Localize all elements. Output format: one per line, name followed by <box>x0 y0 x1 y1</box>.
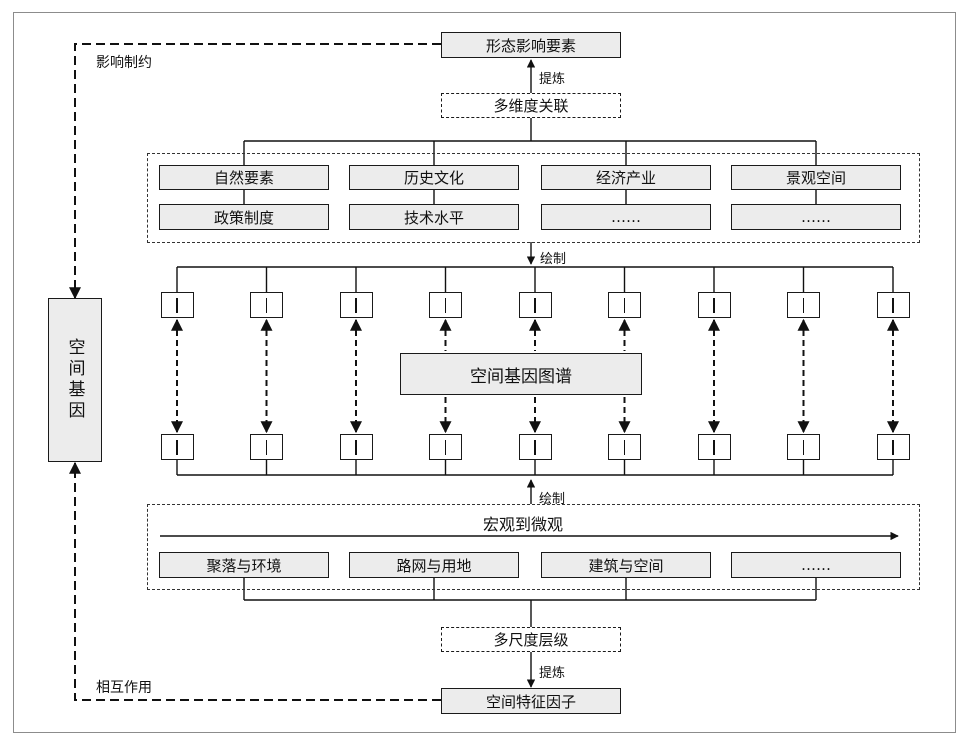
multi-scale-box: 多尺度层级 <box>441 627 621 652</box>
gene-box-top <box>339 292 373 318</box>
gene-box-top <box>608 292 641 318</box>
spatial-gene-box: 空间基因 <box>48 298 102 462</box>
gene-connectors <box>171 267 899 475</box>
gene-bar-glyph <box>355 439 357 455</box>
gene-bar-glyph <box>534 439 536 455</box>
gene-box-top <box>429 292 462 318</box>
gene-bar-glyph <box>355 297 357 313</box>
gene-box-bottom <box>518 434 552 460</box>
figure-frame <box>13 12 956 733</box>
gene-bar-glyph <box>623 439 626 455</box>
gene-bar-glyph <box>176 297 178 313</box>
scale-road-landuse: 路网与用地 <box>349 552 519 578</box>
gene-box-top <box>876 292 910 318</box>
gene-bar-glyph <box>265 297 268 313</box>
factor-etc-2: …… <box>731 204 901 230</box>
interaction-label: 相互作用 <box>96 680 152 696</box>
scale-group <box>147 504 920 590</box>
gene-box-top <box>697 292 731 318</box>
factor-landscape: 景观空间 <box>731 165 901 190</box>
draw-top-label: 绘制 <box>540 252 567 267</box>
gene-bar-glyph <box>176 439 178 455</box>
gene-box-top <box>518 292 552 318</box>
gene-bar-glyph <box>623 297 626 313</box>
factor-economy: 经济产业 <box>541 165 711 190</box>
draw-bottom-label: 绘制 <box>539 492 566 507</box>
gene-box-bottom <box>697 434 731 460</box>
gene-bar-glyph <box>892 439 894 455</box>
scale-etc: …… <box>731 552 901 578</box>
factor-etc-1: …… <box>541 204 711 230</box>
gene-box-bottom <box>787 434 820 460</box>
gene-bar-glyph <box>265 439 268 455</box>
gene-box-top <box>787 292 820 318</box>
gene-box-bottom <box>429 434 462 460</box>
factor-nature: 自然要素 <box>159 165 329 190</box>
multi-dimension-box: 多维度关联 <box>441 93 621 118</box>
refine-top-label: 提炼 <box>539 72 566 87</box>
spatial-feature-factor-box: 空间特征因子 <box>441 688 621 714</box>
gene-box-bottom <box>608 434 641 460</box>
morphology-factors-box: 形态影响要素 <box>441 32 621 58</box>
refine-bottom-label: 提炼 <box>539 666 566 681</box>
gene-box-bottom <box>876 434 910 460</box>
macro-to-micro-label: 宏观到微观 <box>483 515 564 534</box>
gene-bar-glyph <box>444 439 447 455</box>
scale-settlement: 聚落与环境 <box>159 552 329 578</box>
gene-box-bottom <box>339 434 373 460</box>
gene-box-bottom <box>250 434 283 460</box>
gene-bar-glyph <box>802 297 805 313</box>
scale-building-space: 建筑与空间 <box>541 552 711 578</box>
gene-box-bottom <box>160 434 194 460</box>
factor-history: 历史文化 <box>349 165 519 190</box>
gene-box-top <box>250 292 283 318</box>
gene-bar-glyph <box>534 297 536 313</box>
gene-bar-glyph <box>713 297 715 313</box>
spatial-gene-atlas-box: 空间基因图谱 <box>400 353 642 395</box>
gene-bar-glyph <box>892 297 894 313</box>
gene-bar-glyph <box>802 439 805 455</box>
gene-bar-glyph <box>713 439 715 455</box>
influence-constraint-label: 影响制约 <box>96 55 152 71</box>
factor-group <box>147 153 920 243</box>
factor-policy: 政策制度 <box>159 204 329 230</box>
gene-box-top <box>160 292 194 318</box>
factor-technology: 技术水平 <box>349 204 519 230</box>
gene-bar-glyph <box>444 297 447 313</box>
feedback-lines <box>69 43 441 701</box>
